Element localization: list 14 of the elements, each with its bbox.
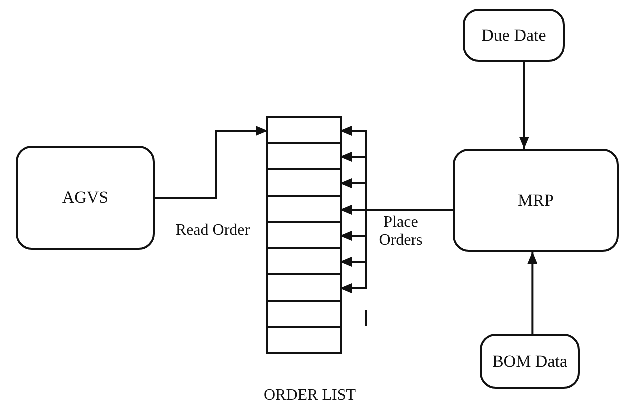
- process-box: [480, 334, 580, 389]
- arrow: [528, 252, 538, 334]
- arrow: [340, 209, 453, 294]
- process-box: [463, 9, 565, 62]
- process-box: [16, 146, 155, 250]
- node-label: Due Date: [482, 26, 546, 46]
- process-box: [453, 149, 619, 252]
- arrow: [519, 62, 530, 149]
- node-label: BOM Data: [492, 352, 568, 372]
- node-label: AGVS: [62, 188, 109, 208]
- arrow: [155, 126, 268, 199]
- list-caption: ORDER LIST: [264, 387, 354, 405]
- order-list: [266, 116, 342, 354]
- node-label: MRP: [518, 190, 554, 210]
